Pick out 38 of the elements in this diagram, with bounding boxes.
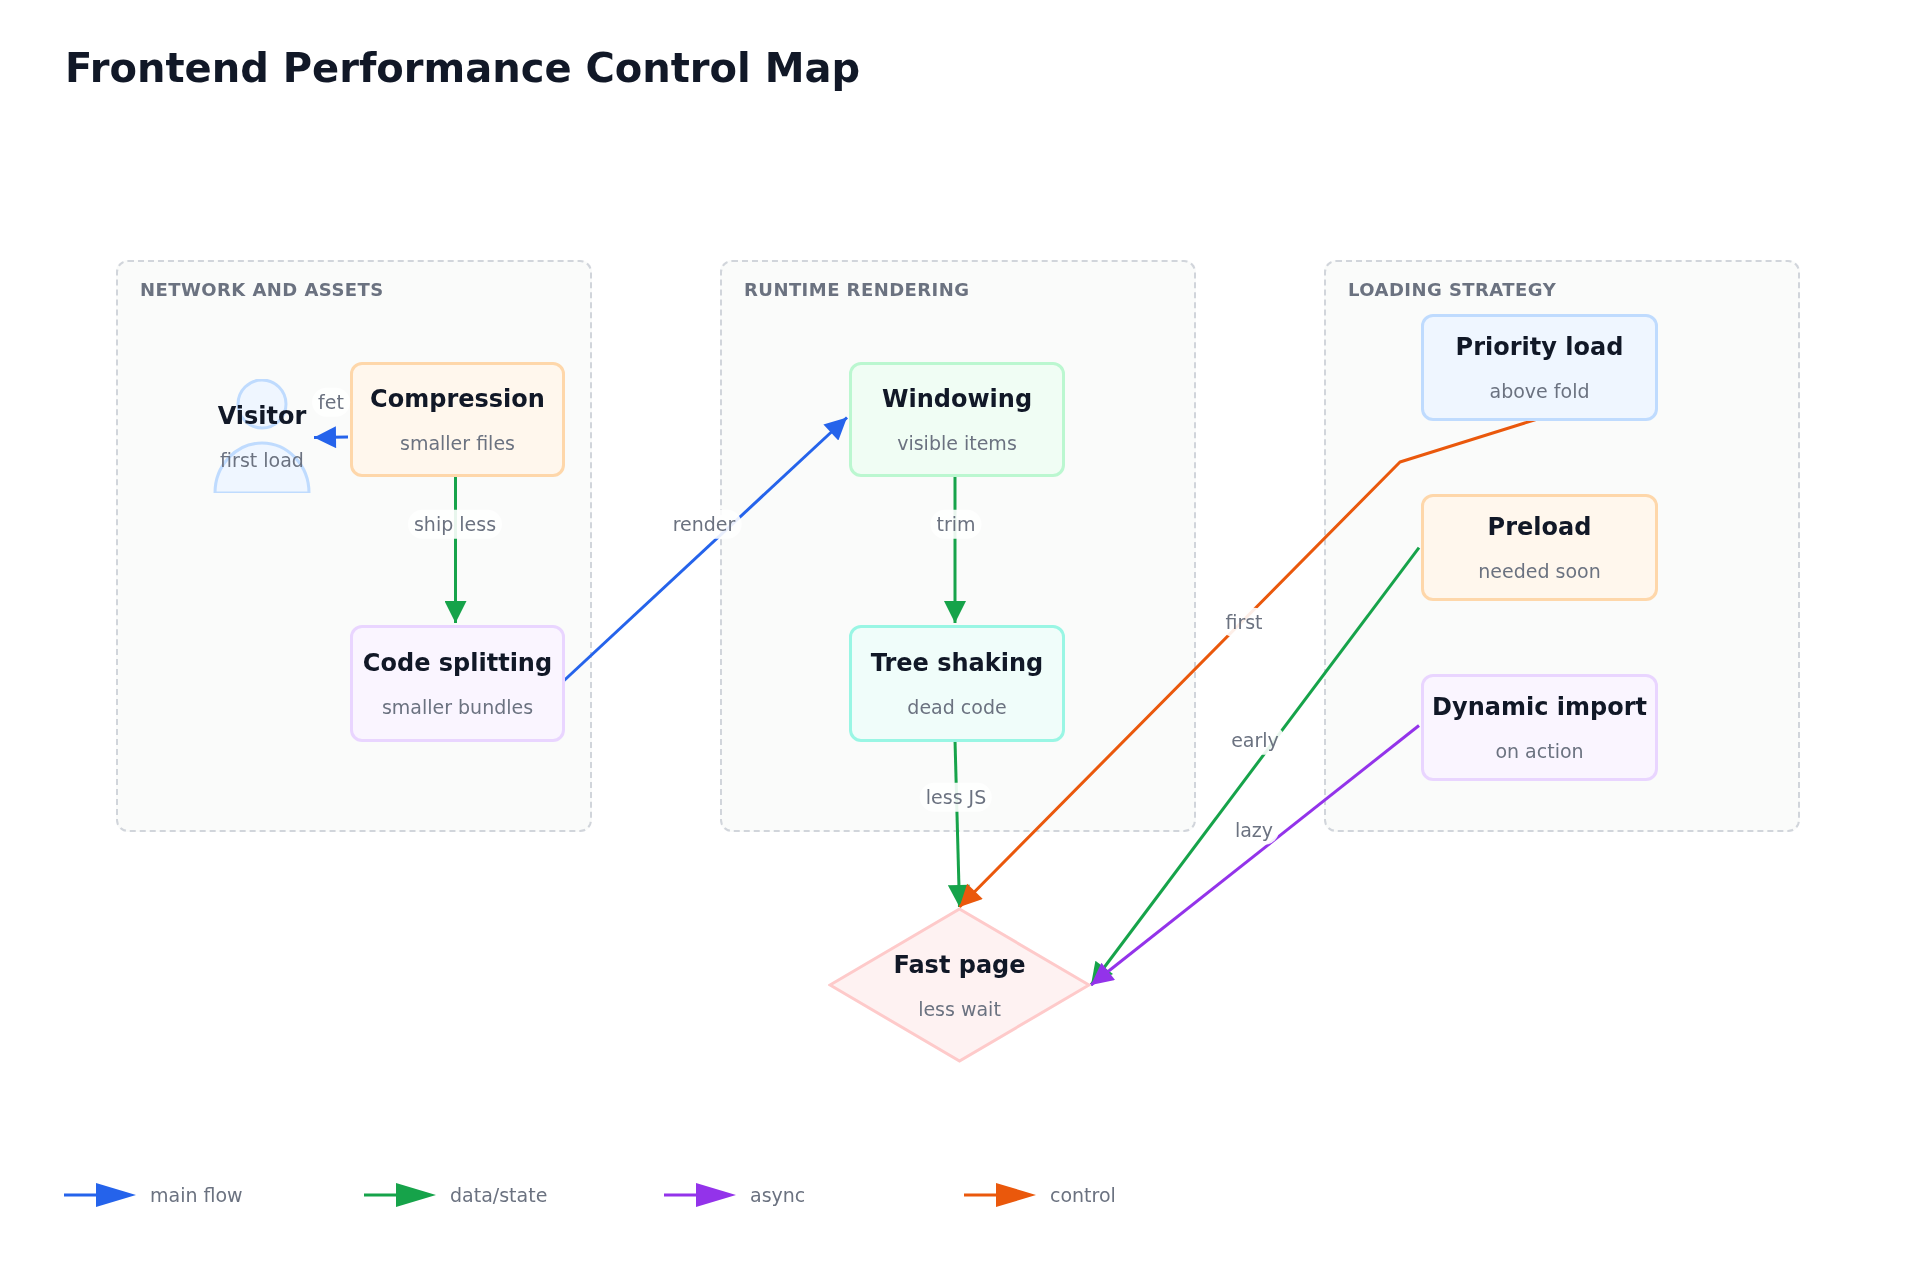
edge-label: ship less (407, 509, 503, 539)
process-box (1421, 674, 1658, 781)
legend-label: control (1050, 1183, 1116, 1208)
node-subtitle: above fold (1489, 379, 1590, 405)
process-box (1421, 494, 1658, 601)
process-box (350, 625, 565, 742)
node-title: Windowing (881, 384, 1033, 416)
group-panel (1324, 260, 1800, 832)
process-box (350, 362, 565, 477)
node-title: Preload (1487, 512, 1592, 544)
node-title: Priority load (1455, 332, 1624, 364)
group-heading: LOADING STRATEGY (1348, 278, 1557, 302)
process-box (849, 362, 1065, 477)
node-title: Compression (370, 384, 545, 416)
node-subtitle: on action (1495, 739, 1584, 765)
group-heading: NETWORK AND ASSETS (140, 278, 384, 302)
node-title: Tree shaking (870, 648, 1044, 680)
node-subtitle: less wait (918, 996, 1001, 1022)
node-subtitle: visible items (897, 431, 1017, 457)
arrow (314, 426, 348, 449)
node-subtitle: needed soon (1478, 559, 1601, 585)
decision-diamond (828, 907, 1091, 1063)
arrow (1089, 546, 1421, 986)
group-panel (116, 260, 592, 832)
node-title: Fast page (893, 949, 1026, 981)
diagram-title: Frontend Performance Control Map (65, 44, 861, 93)
node-subtitle: dead code (907, 695, 1007, 721)
node-title: Dynamic import (1432, 692, 1647, 724)
legend-label: main flow (150, 1183, 243, 1208)
node-subtitle: smaller files (400, 431, 515, 457)
node-subtitle: smaller bundles (381, 695, 534, 721)
legend-label: data/state (450, 1183, 548, 1208)
process-box (849, 625, 1065, 742)
legend-label: async (750, 1183, 806, 1208)
group-heading: RUNTIME RENDERING (744, 278, 970, 302)
arrow (1090, 724, 1420, 987)
node-title: Code splitting (362, 648, 553, 680)
process-box (1421, 314, 1658, 421)
